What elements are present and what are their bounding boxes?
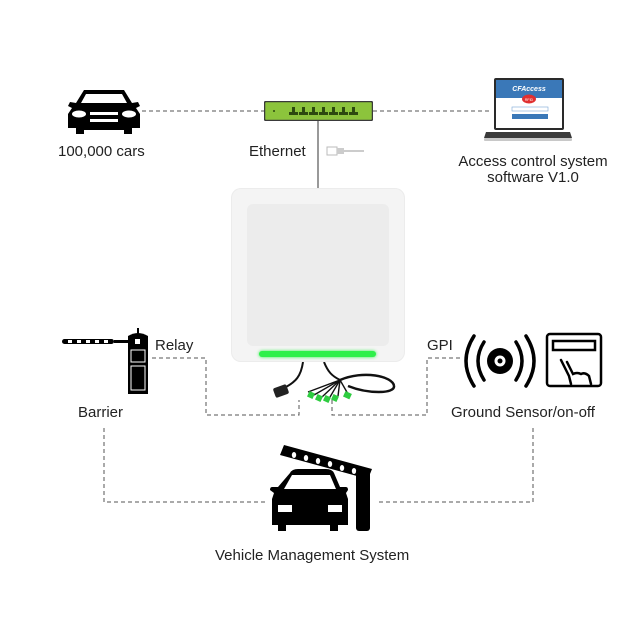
cars-label: 100,000 cars	[58, 143, 145, 160]
laptop-badge-text: RFID	[525, 98, 534, 102]
edge-sensor-vms	[378, 428, 534, 503]
edge-reader-relay	[152, 357, 300, 416]
laptop-brand-text: CFAccess	[512, 86, 546, 93]
uhf-rfid-reader-icon	[231, 188, 405, 362]
reader-face	[247, 204, 389, 346]
laptop-icon: CFAccess RFID	[484, 76, 572, 144]
touch-switch-icon	[545, 332, 603, 388]
barrier-gate-icon	[60, 326, 152, 396]
ethernet-label: Ethernet	[249, 143, 306, 160]
car-barrier-icon	[268, 443, 376, 533]
software-label: Access control system software V1.0	[444, 154, 622, 186]
edge-reader-gpi	[331, 357, 460, 416]
relay-label: Relay	[155, 337, 194, 354]
reader-led-bar	[259, 351, 376, 357]
software-label-line2: software V1.0	[487, 169, 579, 186]
rj45-plug-icon	[326, 144, 366, 156]
barrier-label: Barrier	[78, 404, 124, 421]
software-label-line1: Access control system	[458, 153, 608, 170]
vms-label: Vehicle Management System	[215, 547, 410, 564]
network-switch-icon	[263, 100, 374, 122]
ground-sensor-icon	[460, 332, 540, 390]
reader-cable-harness-icon	[268, 361, 398, 406]
car-front-icon	[66, 86, 142, 136]
gpi-label: GPI	[427, 337, 453, 354]
edge-barrier-vms	[103, 428, 265, 503]
ground-sensor-label: Ground Sensor/on-off	[451, 404, 595, 421]
